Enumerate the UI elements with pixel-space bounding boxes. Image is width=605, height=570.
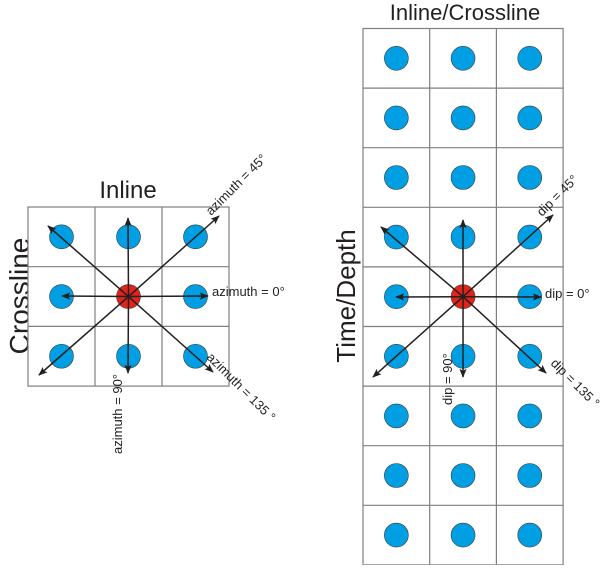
inline-crossline-title: Inline/Crossline: [390, 0, 540, 25]
neighbor-sample: [451, 404, 475, 428]
neighbor-sample: [384, 106, 408, 130]
neighbor-sample: [451, 46, 475, 70]
direction-arrow: [129, 296, 209, 297]
neighbor-sample: [451, 106, 475, 130]
azimuth-90-label: azimuth = 90°: [110, 374, 125, 454]
neighbor-sample: [518, 166, 542, 190]
azimuth-135-label: azimuth = 135 °: [204, 350, 279, 425]
azimuth-panel: Inline Crossline azimuth = 0° azimuth = …: [4, 151, 285, 454]
time-depth-label: Time/Depth: [331, 229, 361, 362]
direction-arrow: [128, 297, 129, 373]
neighbor-sample: [451, 166, 475, 190]
dip-90-label: dip = 90°: [440, 353, 455, 405]
dip-0-label: dip = 0°: [545, 286, 590, 301]
neighbor-sample: [518, 46, 542, 70]
direction-arrow: [128, 218, 129, 297]
neighbor-sample: [518, 404, 542, 428]
inline-title: Inline: [99, 177, 156, 204]
neighbor-sample: [384, 523, 408, 547]
neighbor-sample: [384, 46, 408, 70]
neighbor-sample: [451, 523, 475, 547]
neighbor-sample: [451, 464, 475, 488]
neighbor-sample: [518, 464, 542, 488]
neighbor-sample: [518, 344, 542, 368]
neighbor-sample: [384, 166, 408, 190]
neighbor-sample: [384, 464, 408, 488]
azimuth-0-label: azimuth = 0°: [212, 284, 285, 299]
neighbor-sample: [384, 404, 408, 428]
neighbor-sample: [518, 523, 542, 547]
azimuth-45-label: azimuth = 45°: [203, 151, 270, 218]
dip-panel: Inline/Crossline Time/Depth dip = 0° dip…: [331, 0, 603, 565]
neighbor-sample: [384, 225, 408, 249]
neighbor-sample: [518, 106, 542, 130]
direction-arrow: [62, 296, 129, 297]
